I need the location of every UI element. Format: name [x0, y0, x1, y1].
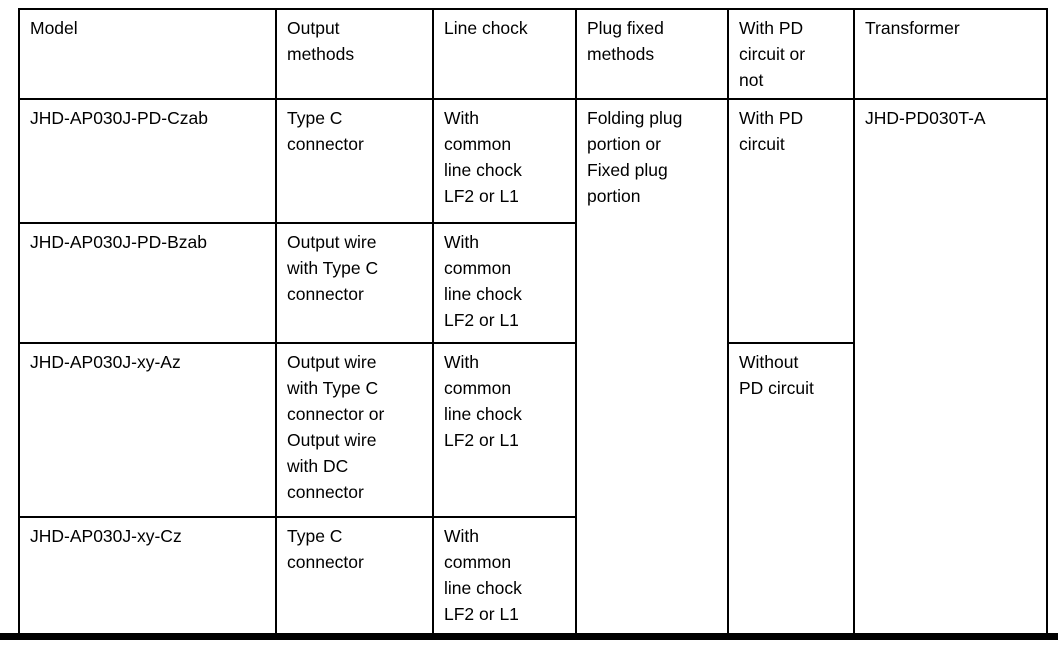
table-row: JHD-AP030J-PD-Bzab Output wire with Type… [18, 222, 1047, 344]
header-pd-circuit: With PD circuit or not [727, 8, 855, 100]
cell-output-2: Output wire with Type C connector [275, 222, 434, 344]
cell-output-4: Type C connector [275, 516, 434, 635]
cell-model-1: JHD-AP030J-PD-Czab [18, 98, 277, 224]
table-row: JHD-AP030J-PD-Czab Type C connector With… [18, 98, 1048, 635]
table-header-row: Model Output methods Line chock Plug fix… [18, 8, 1048, 100]
cell-output-1: Type C connector [275, 98, 434, 224]
table-row: JHD-AP030J-xy-Cz Type C connector With c… [18, 516, 1047, 635]
cell-chock-2: With common line chock LF2 or L1 [432, 222, 577, 344]
header-transformer: Transformer [853, 8, 1048, 100]
header-plug-fixed-methods: Plug fixed methods [575, 8, 729, 100]
cell-without-pd-merged: Without PD circuit [727, 342, 855, 635]
model-spec-table: Model Output methods Line chock Plug fix… [18, 8, 1048, 635]
cell-output-3: Output wire with Type C connector or Out… [275, 342, 434, 518]
cell-chock-3: With common line chock LF2 or L1 [432, 342, 577, 518]
cell-chock-4: With common line chock LF2 or L1 [432, 516, 577, 635]
header-line-chock: Line chock [432, 8, 577, 100]
header-output-methods: Output methods [275, 8, 434, 100]
cell-with-pd-merged: With PD circuit [727, 98, 855, 344]
header-model: Model [18, 8, 277, 100]
cell-model-4: JHD-AP030J-xy-Cz [18, 516, 277, 635]
cell-model-3: JHD-AP030J-xy-Az [18, 342, 277, 518]
page-bottom-rule [0, 633, 1058, 640]
cell-transformer-merged: JHD-PD030T-A [853, 98, 1048, 635]
cell-plug-fixed-merged: Folding plug portion or Fixed plug porti… [575, 98, 729, 635]
cell-chock-1: With common line chock LF2 or L1 [432, 98, 577, 224]
cell-model-2: JHD-AP030J-PD-Bzab [18, 222, 277, 344]
